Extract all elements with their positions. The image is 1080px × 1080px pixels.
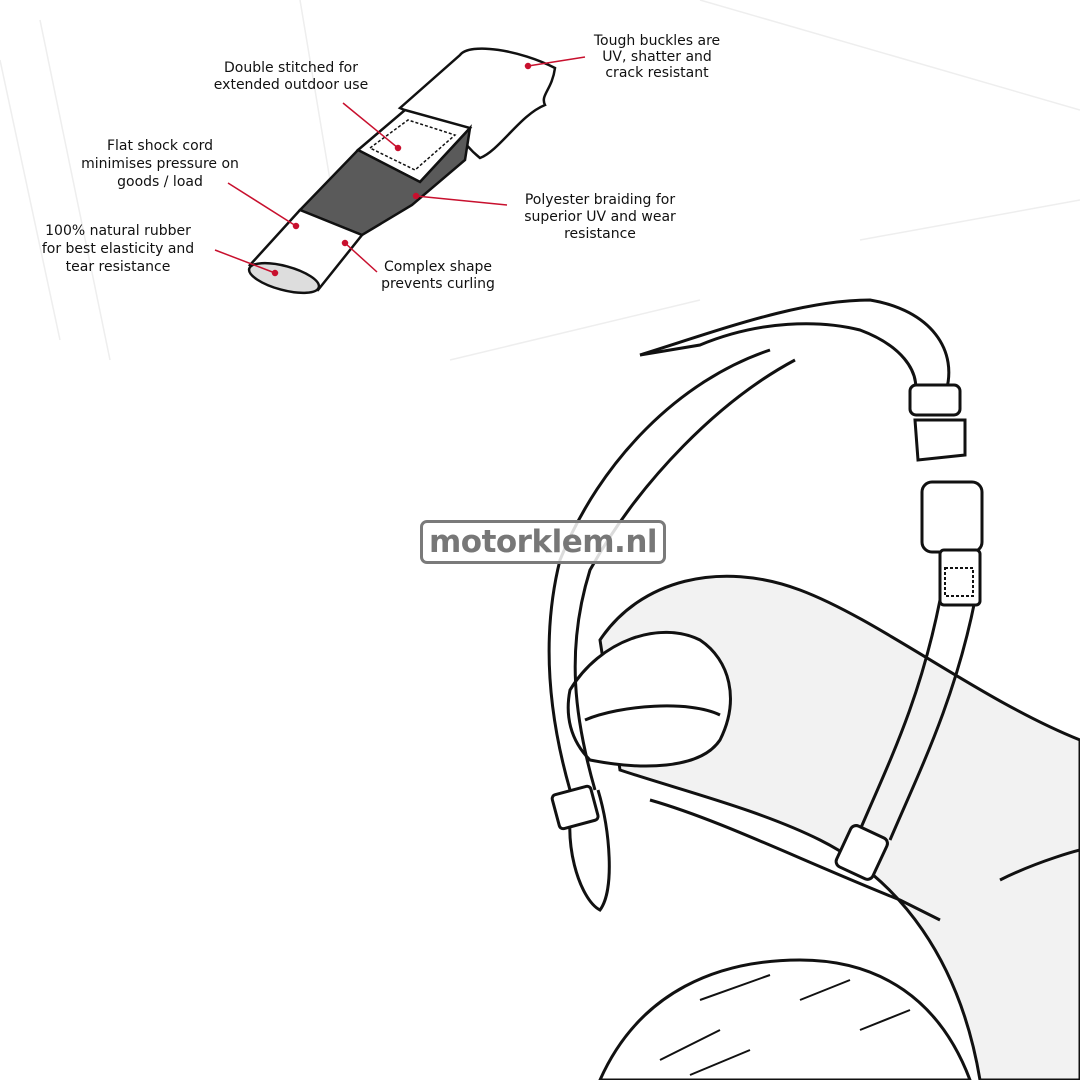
motorcycle-seat [566, 574, 1080, 1080]
callout-line: Flat shock cord [106, 138, 214, 154]
callout-flat-shock-cord: Flat shock cord minimises pressure on go… [81, 137, 239, 191]
callout-line: Double stitched for [224, 60, 358, 76]
callout-line: goods / load [117, 174, 203, 190]
callout-double-stitched: Double stitched for extended outdoor use [214, 60, 368, 94]
callout-line: Tough buckles are [593, 33, 721, 49]
background-sketch [0, 0, 1080, 361]
strap-buckle [550, 383, 984, 881]
callout-line: tear resistance [65, 259, 171, 275]
callout-line: prevents curling [381, 276, 495, 292]
callout-line: crack resistant [605, 65, 709, 81]
callout-natural-rubber: 100% natural rubber for best elasticity … [42, 222, 194, 276]
callout-line: for best elasticity and [41, 241, 195, 257]
cord-cutaway [247, 47, 557, 295]
callout-line: UV, shatter and [602, 49, 712, 65]
callout-line: superior UV and wear [524, 209, 676, 225]
leader-lines [214, 56, 586, 277]
callout-complex-shape: Complex shape prevents curling [381, 259, 495, 293]
callout-line: extended outdoor use [213, 77, 369, 93]
callout-line: 100% natural rubber [45, 223, 191, 239]
callout-polyester-braiding: Polyester braiding for superior UV and w… [524, 192, 676, 243]
callout-line: Complex shape [383, 259, 493, 275]
callout-line: Polyester braiding for [524, 192, 676, 208]
callout-tough-buckles: Tough buckles are UV, shatter and crack … [594, 33, 720, 81]
strap [547, 298, 977, 912]
callout-line: minimises pressure on [81, 156, 239, 172]
rear-tyre [598, 958, 972, 1080]
watermark-logo: motorklem.nl [420, 520, 666, 564]
callout-line: resistance [564, 226, 636, 242]
